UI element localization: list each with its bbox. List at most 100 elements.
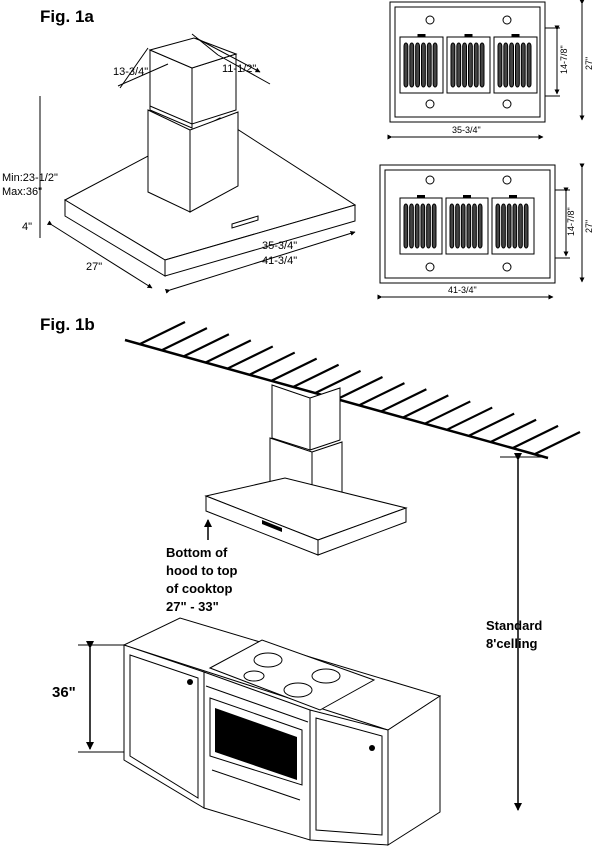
label-hood-width: 41-3/4" [448, 285, 477, 295]
burner [311, 668, 341, 684]
filter-group [399, 195, 535, 255]
light-icon [425, 175, 435, 185]
label-depth: 27" [86, 261, 102, 273]
dim-arrow [195, 37, 261, 73]
filter-slat [449, 203, 455, 249]
filter-slat [426, 42, 432, 88]
hatch-line [380, 388, 427, 413]
filter-slat [495, 203, 501, 249]
hatch-line [227, 345, 274, 370]
hatch-line [512, 424, 559, 449]
filter-slat [518, 203, 523, 249]
filter-slat [501, 203, 506, 249]
filter-slat [506, 203, 512, 249]
light-icon [502, 15, 512, 25]
filter-slat [456, 42, 462, 88]
hatch-line [315, 369, 362, 394]
filter-slat [409, 203, 414, 249]
note-line-2: hood to top [166, 563, 238, 578]
dim-ext [217, 54, 271, 85]
ceiling-hatch [139, 321, 581, 455]
filter-slat [431, 203, 437, 249]
filter-slat [520, 42, 526, 88]
hatch-line [249, 351, 296, 376]
ceiling-label-2: 8'celling [486, 636, 538, 651]
filter-handle [509, 195, 517, 198]
top-view-35-3-4: 14-7/8" 27" 35-3/4" [387, 0, 594, 140]
label-width-small: 35-3/4" [262, 240, 297, 252]
label-width-large: 41-3/4" [262, 255, 297, 267]
hatch-line [183, 333, 230, 358]
filter-slat [462, 42, 467, 88]
filter-slat [466, 203, 472, 249]
filter-slat [460, 203, 466, 249]
hatch-line [271, 357, 318, 382]
hatch-line [358, 382, 405, 407]
dim-line-chimney-depth [119, 47, 149, 89]
burner [283, 682, 313, 698]
light-icon [502, 262, 512, 272]
chimney-lower-side [189, 111, 239, 213]
label-canopy-thickness: 4" [22, 221, 32, 233]
fig-1a-title: Fig. 1a [40, 7, 94, 26]
filter-slat [455, 203, 460, 249]
oven-handle [211, 769, 301, 801]
oven-window [215, 708, 297, 780]
light-icon [502, 175, 512, 185]
label-filter-depth: 14-7/8" [559, 45, 569, 74]
filter-slat [515, 42, 520, 88]
light-icon [425, 15, 435, 25]
filter-slat [403, 203, 409, 249]
chimney-top [148, 37, 238, 69]
hatch-line [337, 376, 383, 400]
cabinet-right-door [315, 717, 383, 836]
label-hood-depth: 27" [584, 220, 594, 233]
filter-slat [477, 203, 483, 249]
filter-handle [464, 34, 473, 37]
filter-slat [473, 42, 479, 88]
light-icon [502, 99, 512, 109]
filter-slat [503, 42, 509, 88]
door-knob [187, 679, 193, 685]
filter-slat [512, 203, 518, 249]
filter-slat [409, 42, 415, 88]
range-edge [205, 685, 309, 723]
cabinet-side [387, 695, 441, 846]
label-hood-depth: 27" [584, 57, 594, 70]
filter-handle [511, 34, 520, 37]
note-line-3: of cooktop [166, 581, 232, 596]
dim-ext [117, 63, 169, 87]
control-strip [231, 215, 259, 229]
filter-slat [403, 42, 409, 88]
hood-isometric-view: 13-3/4" 11-1/2" Min:23-1/2" Max:36" 4" 2… [2, 33, 357, 294]
note-line-4: 27" - 33" [166, 599, 219, 614]
label-chimney-width: 11-1/2" [222, 63, 256, 75]
filter-slat [479, 42, 485, 88]
filter-slat [509, 42, 514, 88]
cooktop [208, 639, 376, 711]
filter-slat [420, 203, 426, 249]
hatch-line [490, 418, 537, 443]
filter-slat [450, 42, 456, 88]
filter-handle [417, 34, 426, 37]
dim-line-width [164, 230, 356, 294]
hatch-line [293, 363, 340, 388]
filter-handle [417, 195, 425, 198]
filter-slat [497, 42, 503, 88]
cabinet-left-door [129, 654, 199, 799]
label-filter-depth: 14-7/8" [566, 207, 576, 236]
hatch-line [424, 400, 471, 425]
hood-canopy-side [317, 507, 407, 556]
counter-height-label: 36" [52, 684, 76, 701]
hatch-line [402, 394, 449, 419]
dim-line-depth [46, 220, 153, 289]
hatch-line [139, 321, 186, 345]
filter-slat [415, 42, 420, 88]
filter-slat [472, 203, 477, 249]
dim-line-chimney-width [191, 33, 219, 56]
top-view-41-3-4: 14-7/8" 27" 41-3/4" [377, 163, 594, 300]
door-knob [369, 745, 375, 751]
hatch-line [534, 431, 581, 455]
hatch-line [205, 339, 252, 364]
